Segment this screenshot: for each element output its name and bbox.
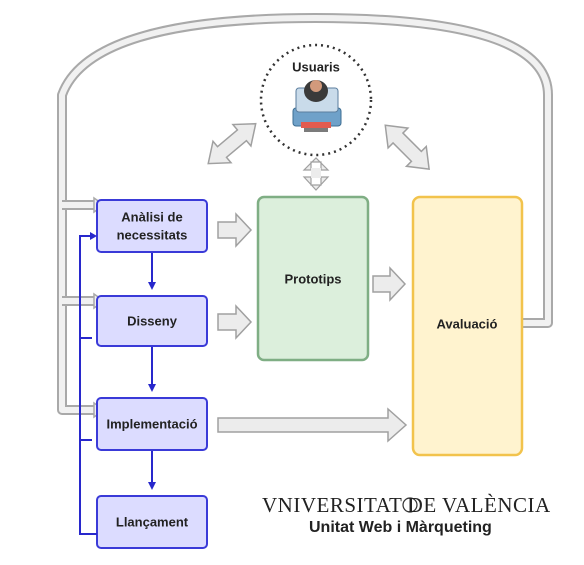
evaluation-box: Avaluació [411,195,524,457]
university-logo-text: VNIVERSITAT DE VALÈNCIA [262,493,551,517]
analysis-box: Anàlisi de necessitats [96,199,208,253]
prototypes-label: Prototips [284,271,341,286]
design-to-prototypes-arrow [217,304,253,340]
design-label: Disseny [127,313,178,328]
design-box: Disseny [96,295,208,347]
users-prototypes-double-arrow [302,157,330,191]
implementation-to-evaluation-arrow [217,407,408,443]
user-computer-icon [292,80,342,132]
implementation-box: Implementació [96,397,208,451]
implementation-label: Implementació [106,416,197,431]
users-evaluation-double-arrow [384,124,430,170]
users-label: Usuaris [292,59,340,74]
users-analysis-double-arrow [207,122,257,165]
university-emblem-icon [402,497,418,513]
phase-feedback-line [79,232,97,535]
prototypes-box: Prototips [256,195,370,362]
unit-name-text: Unitat Web i Màrqueting [309,519,492,536]
analysis-to-prototypes-arrow [217,212,253,248]
users-node: Usuaris [259,43,373,157]
evaluation-label: Avaluació [437,316,498,331]
analysis-label-line1: Anàlisi de [121,209,182,224]
analysis-label-line2: necessitats [117,227,188,242]
launch-label: Llançament [116,514,189,529]
prototypes-to-evaluation-arrow [372,266,407,302]
launch-box: Llançament [96,495,208,549]
